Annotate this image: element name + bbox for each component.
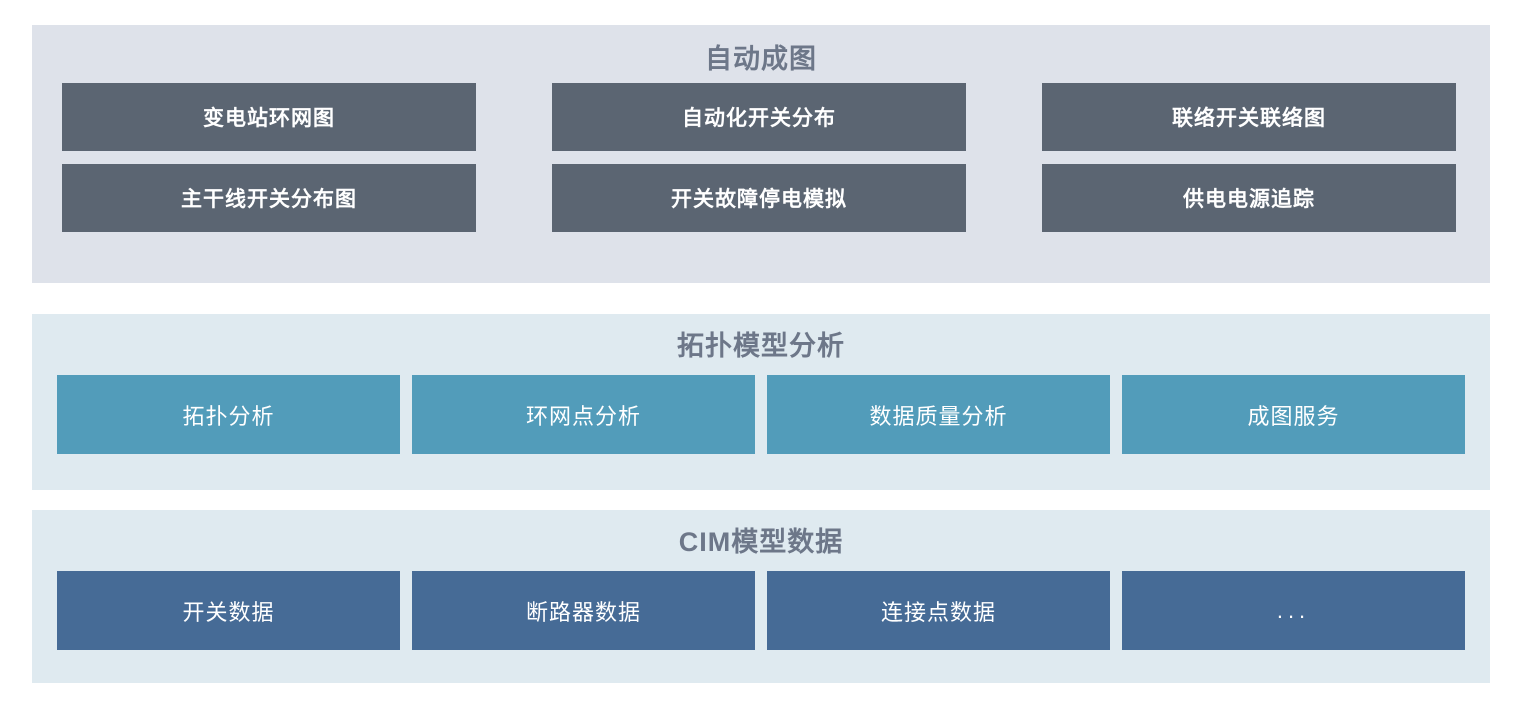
button-ring-network-point-analysis[interactable]: 环网点分析	[412, 375, 755, 454]
button-label: 联络开关联络图	[1172, 107, 1326, 130]
button-label: 数据质量分析	[869, 403, 1008, 429]
button-label: 环网点分析	[525, 403, 641, 429]
button-label: 自动化开关分布	[682, 107, 836, 130]
button-automation-switch-distribution[interactable]: 自动化开关分布	[552, 83, 966, 151]
button-switch-data[interactable]: 开关数据	[57, 571, 400, 650]
button-connectivity-node-data[interactable]: 连接点数据	[767, 571, 1110, 650]
button-label: ...	[1276, 597, 1311, 623]
button-circuit-breaker-data[interactable]: 断路器数据	[412, 571, 755, 650]
button-label: 主干线开关分布图	[181, 188, 357, 211]
button-topology-analysis[interactable]: 拓扑分析	[57, 375, 400, 454]
panel-cim-title: CIM模型数据	[678, 527, 844, 557]
button-label: 拓扑分析	[182, 403, 275, 429]
panel-automap: 自动成图 变电站环网图 自动化开关分布 联络开关联络图 主干线开关分布图 开关故…	[32, 25, 1490, 283]
button-label: 变电站环网图	[203, 107, 335, 130]
button-tie-switch-connection-diagram[interactable]: 联络开关联络图	[1042, 83, 1456, 151]
button-more-data[interactable]: ...	[1122, 571, 1465, 650]
button-label: 断路器数据	[525, 599, 641, 625]
panel-automap-button-grid: 变电站环网图 自动化开关分布 联络开关联络图 主干线开关分布图 开关故障停电模拟…	[32, 83, 1490, 232]
button-switch-fault-outage-simulation[interactable]: 开关故障停电模拟	[552, 164, 966, 232]
panel-cim-model-data: CIM模型数据 开关数据 断路器数据 连接点数据 ...	[32, 510, 1490, 683]
button-label: 开关故障停电模拟	[671, 188, 847, 211]
button-label: 供电电源追踪	[1183, 188, 1315, 211]
button-substation-ring-network-diagram[interactable]: 变电站环网图	[62, 83, 476, 151]
button-power-supply-source-tracing[interactable]: 供电电源追踪	[1042, 164, 1456, 232]
button-data-quality-analysis[interactable]: 数据质量分析	[767, 375, 1110, 454]
panel-topology-button-row: 拓扑分析 环网点分析 数据质量分析 成图服务	[32, 375, 1490, 454]
button-trunk-line-switch-distribution-diagram[interactable]: 主干线开关分布图	[62, 164, 476, 232]
panel-topology-model-analysis: 拓扑模型分析 拓扑分析 环网点分析 数据质量分析 成图服务	[32, 314, 1490, 490]
architecture-stack: 自动成图 变电站环网图 自动化开关分布 联络开关联络图 主干线开关分布图 开关故…	[32, 25, 1490, 683]
button-mapping-service[interactable]: 成图服务	[1122, 375, 1465, 454]
panel-automap-title: 自动成图	[705, 44, 817, 74]
button-label: 开关数据	[182, 599, 275, 625]
button-label: 成图服务	[1247, 403, 1340, 429]
panel-topology-title: 拓扑模型分析	[677, 331, 845, 361]
panel-cim-button-row: 开关数据 断路器数据 连接点数据 ...	[32, 571, 1490, 650]
button-label: 连接点数据	[880, 599, 996, 625]
